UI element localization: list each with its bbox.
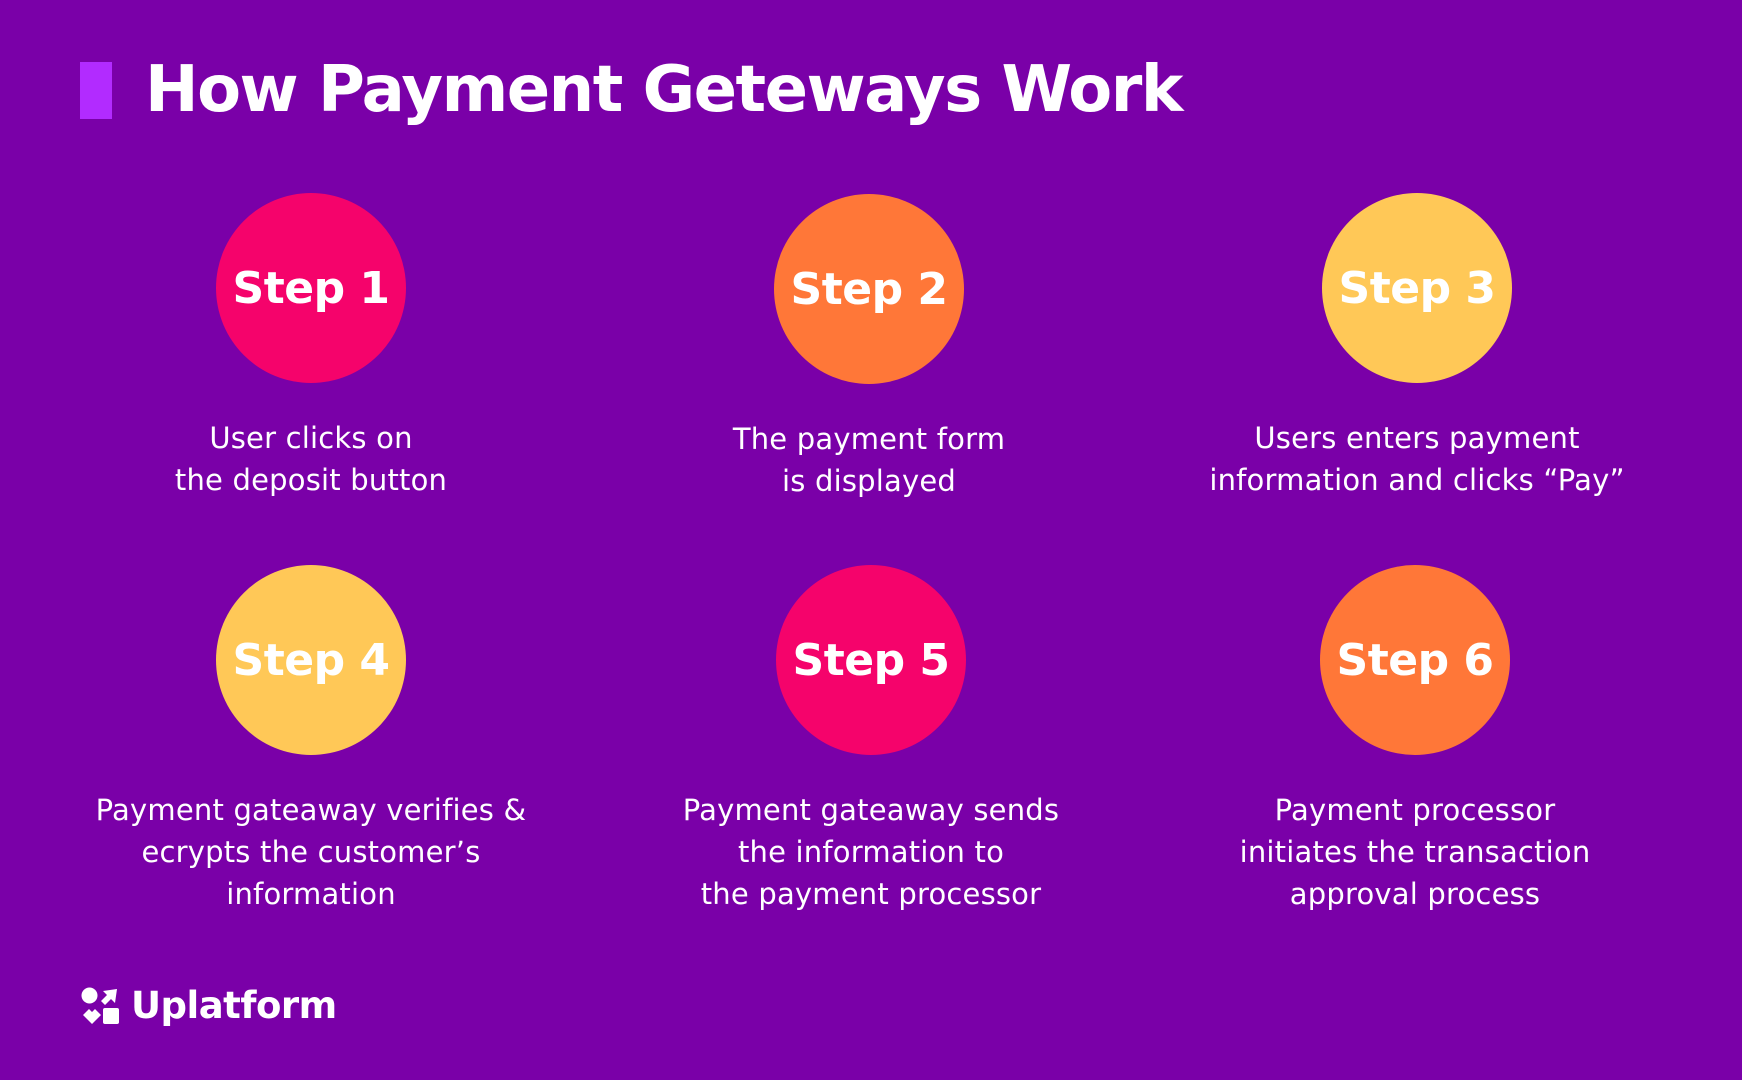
step-circle: Step 6	[1320, 565, 1510, 755]
step-description: User clicks on the deposit button	[175, 417, 447, 501]
step-label: Step 5	[792, 634, 951, 686]
step-description-line: information and clicks “Pay”	[1209, 463, 1625, 497]
step-description-line: Payment processor	[1274, 793, 1556, 827]
step-description: The payment form is displayed	[733, 418, 1005, 502]
step-circle: Step 1	[216, 193, 406, 383]
step-description: Payment processor initiates the transact…	[1240, 789, 1591, 915]
uplatform-logo-icon	[81, 987, 119, 1024]
step-label: Step 2	[790, 263, 949, 315]
step-3: Step 3 Users enters payment information …	[1157, 193, 1677, 501]
step-description-line: is displayed	[781, 464, 956, 498]
step-circle: Step 5	[776, 565, 966, 755]
step-5: Step 5 Payment gateaway sends the inform…	[611, 565, 1131, 915]
brand-name: Uplatform	[131, 984, 337, 1027]
step-description-line: Payment gateaway sends	[682, 793, 1060, 827]
step-description-line: the payment processor	[700, 877, 1042, 911]
step-description: Users enters payment information and cli…	[1209, 417, 1624, 501]
step-6: Step 6 Payment processor initiates the t…	[1155, 565, 1675, 915]
step-description-line: initiates the transaction	[1239, 835, 1591, 869]
step-description-line: approval process	[1289, 877, 1541, 911]
step-description-line: information	[226, 877, 396, 911]
step-circle: Step 4	[216, 565, 406, 755]
step-circle: Step 2	[774, 194, 964, 384]
step-2: Step 2 The payment form is displayed	[609, 194, 1129, 502]
step-4: Step 4 Payment gateaway verifies & ecryp…	[51, 565, 571, 915]
step-label: Step 3	[1338, 262, 1497, 314]
page-title: How Payment Geteways Work	[145, 53, 1183, 127]
step-circle: Step 3	[1322, 193, 1512, 383]
step-description: Payment gateaway sends the information t…	[683, 789, 1059, 915]
step-description-line: Users enters payment	[1254, 421, 1580, 455]
step-description-line: ecrypts the customer’s	[141, 835, 481, 869]
step-description-line: Payment gateaway verifies &	[95, 793, 527, 827]
step-1: Step 1 User clicks on the deposit button	[51, 193, 571, 501]
step-label: Step 4	[232, 634, 391, 686]
step-description: Payment gateaway verifies & ecrypts the …	[96, 789, 527, 915]
step-label: Step 6	[1336, 634, 1495, 686]
title-accent-bar	[80, 62, 112, 119]
step-description-line: User clicks on	[209, 421, 413, 455]
step-description-line: the information to	[737, 835, 1005, 869]
brand-logo: Uplatform	[81, 984, 337, 1027]
step-description-line: the deposit button	[174, 463, 448, 497]
step-description-line: The payment form	[732, 422, 1006, 456]
step-label: Step 1	[232, 262, 391, 314]
